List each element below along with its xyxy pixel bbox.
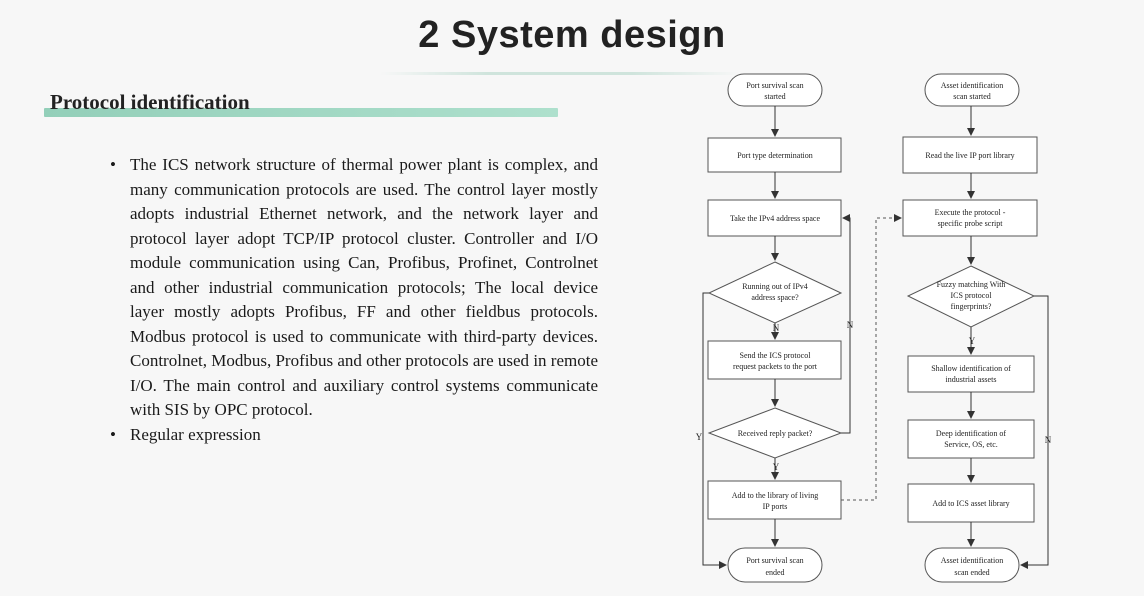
flow-right-deep-line1: Deep identification of [936, 429, 1007, 438]
flow-left-port-type-box [707, 137, 842, 173]
svg-text:Port survival scan: Port survival scan [746, 556, 803, 565]
flow-right-execute-probe-line2: specific probe script [938, 219, 1004, 228]
flow-left-decision-ipv4-line1: Running out of IPv4 [742, 282, 808, 291]
flow-right-add-asset-text: Add to ICS asset library [932, 499, 1009, 508]
svg-text:Y: Y [773, 462, 780, 472]
flow-left-yes-label-2: Y [773, 462, 780, 472]
bullet-item-regular-expression: Regular expression [108, 423, 598, 448]
flow-right-deep-box [907, 419, 1035, 459]
svg-text:Asset identification: Asset identification [941, 81, 1003, 90]
svg-text:N: N [847, 320, 854, 330]
svg-text:ICS protocol: ICS protocol [950, 291, 992, 300]
flow-right-start-node [924, 73, 1020, 107]
flow-right-start-line1: Asset identification [941, 81, 1003, 90]
svg-text:scan ended: scan ended [954, 568, 989, 577]
flow-right-add-asset-box [907, 483, 1035, 523]
flow-left-decision-reply-text: Received reply packet? [738, 429, 813, 438]
svg-text:scan started: scan started [953, 92, 991, 101]
flow-right-no-label: N [1045, 435, 1052, 445]
flow-right-end-line1: Asset identification [941, 556, 1003, 565]
flow-right-decision-fuzzy-line3: fingerprints? [951, 302, 992, 311]
svg-text:Running out of IPv4: Running out of IPv4 [742, 282, 808, 291]
flow-left-end-line2: ended [765, 568, 784, 577]
flow-left-start-line2: started [764, 92, 785, 101]
flow-left-add-library-line2: IP ports [763, 502, 788, 511]
svg-text:address space?: address space? [751, 293, 799, 302]
svg-text:IP ports: IP ports [763, 502, 788, 511]
svg-text:Execute the protocol -: Execute the protocol - [935, 208, 1006, 217]
svg-text:Fuzzy matching With: Fuzzy matching With [937, 280, 1006, 289]
flow-left-no-label-2: N [847, 320, 854, 330]
svg-text:industrial assets: industrial assets [946, 375, 997, 384]
flow-left-port-type-text: Port type determination [737, 151, 813, 160]
svg-text:started: started [764, 92, 785, 101]
bullet-item-ics-network: The ICS network structure of thermal pow… [108, 153, 598, 423]
flow-left-no-label-1: N [773, 323, 780, 333]
svg-text:fingerprints?: fingerprints? [951, 302, 992, 311]
flow-right-decision-fuzzy-line1: Fuzzy matching With [937, 280, 1006, 289]
flow-left-send-packets-line2: request packets to the port [733, 362, 818, 371]
svg-text:Read the live IP port library: Read the live IP port library [925, 151, 1014, 160]
flow-right-yes-label: Y [969, 336, 976, 346]
svg-text:Received reply packet?: Received reply packet? [738, 429, 813, 438]
svg-text:Shallow identification of: Shallow identification of [931, 364, 1011, 373]
flow-left-start-line1: Port survival scan [746, 81, 803, 90]
svg-text:ended: ended [765, 568, 784, 577]
flow-right-shallow-line1: Shallow identification of [931, 364, 1011, 373]
flow-right-deep-line2: Service, OS, etc. [944, 440, 998, 449]
flow-left-add-library-line1: Add to the library of living [732, 491, 818, 500]
bullet-list: The ICS network structure of thermal pow… [108, 153, 598, 447]
flow-right-start-line2: scan started [953, 92, 991, 101]
flow-left-yes-label-1: Y [696, 432, 703, 442]
svg-text:Port survival scan: Port survival scan [746, 81, 803, 90]
svg-text:Add to the library of living: Add to the library of living [732, 491, 818, 500]
flow-left-take-ipv4-box [707, 199, 842, 237]
svg-text:Take the IPv4 address space: Take the IPv4 address space [730, 214, 821, 223]
flow-left-start-node [727, 73, 823, 107]
svg-text:specific probe script: specific probe script [938, 219, 1004, 228]
flow-right-shallow-line2: industrial assets [946, 375, 997, 384]
flow-left-take-ipv4-text: Take the IPv4 address space [730, 214, 821, 223]
svg-text:Send the ICS protocol: Send the ICS protocol [740, 351, 812, 360]
svg-text:Asset identification: Asset identification [941, 556, 1003, 565]
svg-text:Y: Y [696, 432, 703, 442]
flow-right-execute-probe-box [902, 199, 1038, 237]
flow-left-add-library-box [707, 480, 842, 520]
flow-right-end-node [924, 547, 1020, 583]
svg-text:Deep identification of: Deep identification of [936, 429, 1007, 438]
svg-text:N: N [773, 323, 780, 333]
svg-text:Service, OS, etc.: Service, OS, etc. [944, 440, 998, 449]
svg-text:Port type determination: Port type determination [737, 151, 813, 160]
flow-right-execute-probe-line1: Execute the protocol - [935, 208, 1006, 217]
flow-right-read-library-box [902, 136, 1038, 174]
flow-right-read-library-text: Read the live IP port library [925, 151, 1014, 160]
svg-text:Add to ICS asset library: Add to ICS asset library [932, 499, 1009, 508]
flow-right-end-line2: scan ended [954, 568, 989, 577]
section-heading: Protocol identification [50, 90, 250, 114]
flow-left-send-packets-line1: Send the ICS protocol [740, 351, 812, 360]
svg-text:Y: Y [969, 336, 976, 346]
svg-text:request packets to the port: request packets to the port [733, 362, 818, 371]
flow-left-decision-ipv4-line2: address space? [751, 293, 799, 302]
flow-right-decision-fuzzy-line2: ICS protocol [950, 291, 992, 300]
title-underline [380, 72, 740, 75]
section-heading-bar [44, 108, 558, 117]
flow-left-end-line1: Port survival scan [746, 556, 803, 565]
flow-left-end-node [727, 547, 823, 583]
svg-text:N: N [1045, 435, 1052, 445]
slide-title: 2 System design [418, 14, 726, 56]
flow-left-send-packets-box [707, 340, 842, 380]
flow-right-shallow-box [907, 355, 1035, 393]
